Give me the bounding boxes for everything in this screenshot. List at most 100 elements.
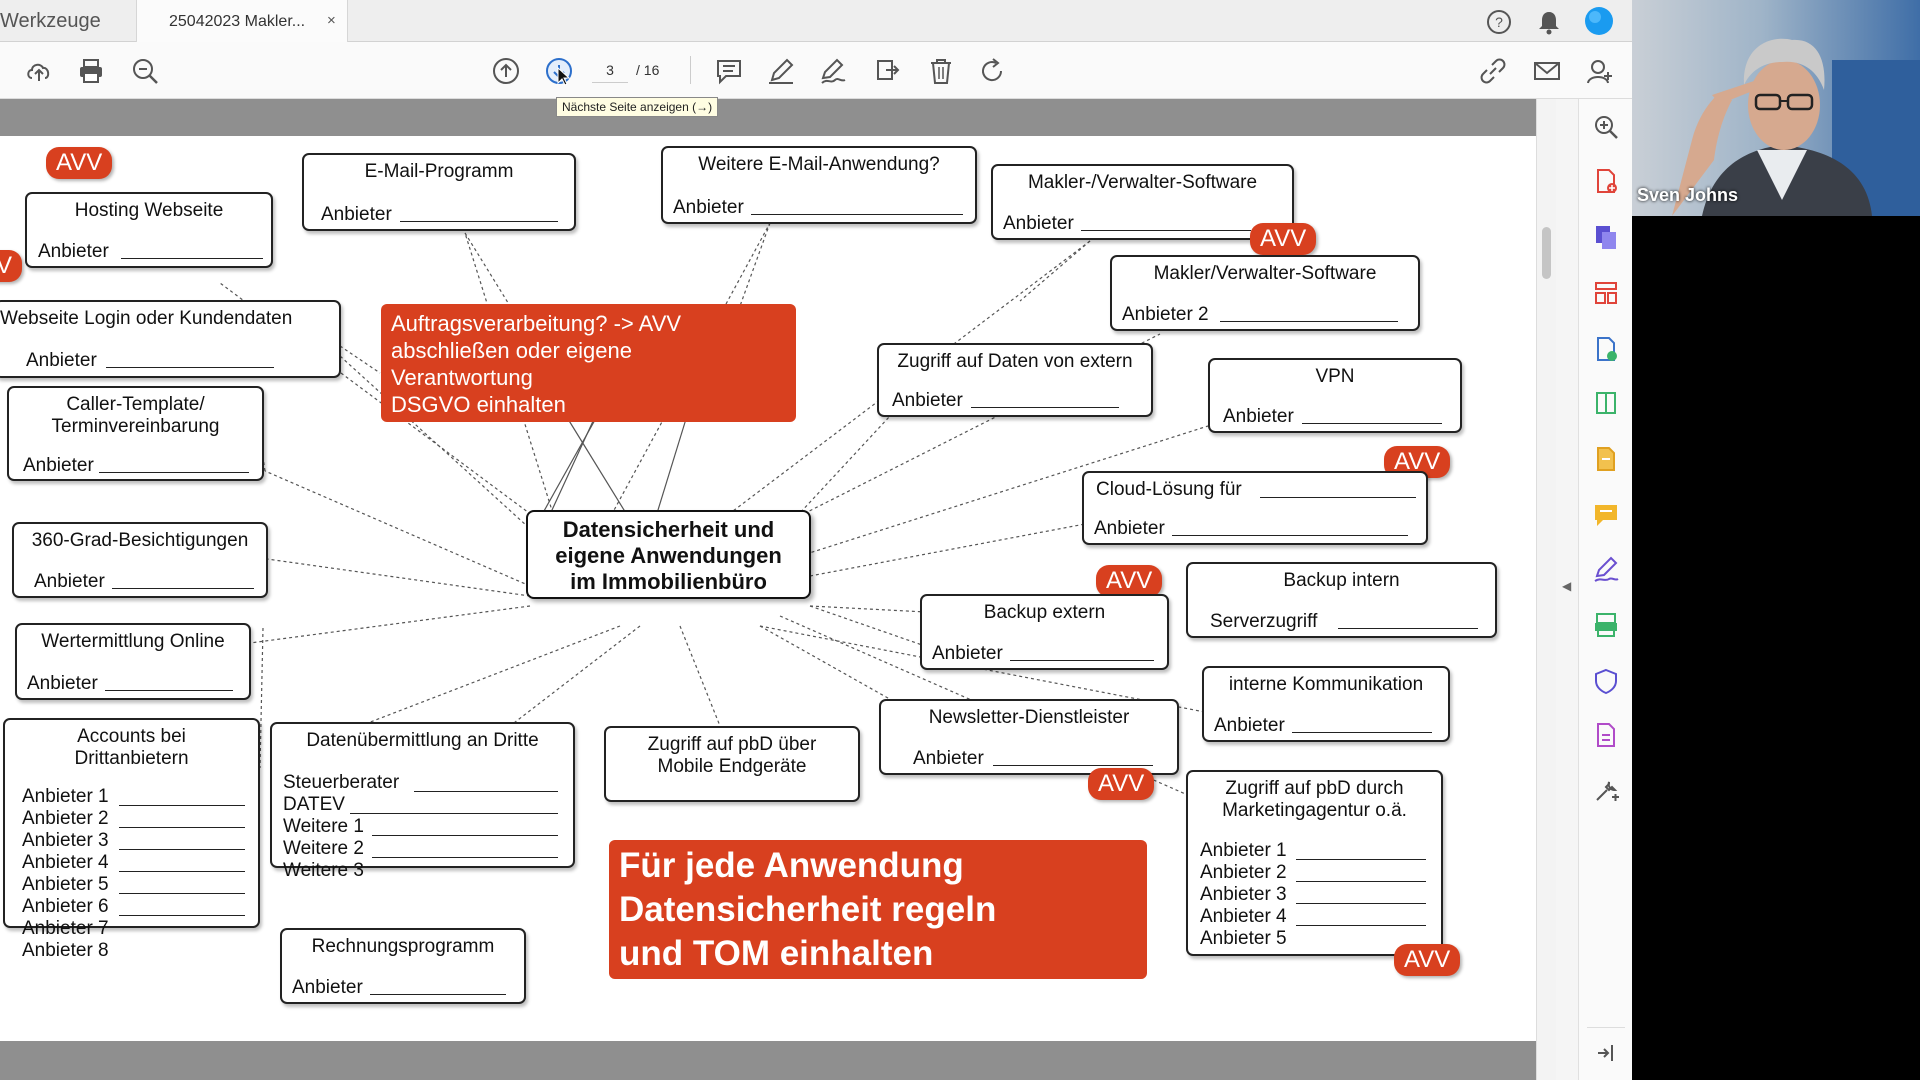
share-page-icon[interactable] <box>872 56 902 86</box>
node-provider-label: Anbieter <box>23 455 94 476</box>
collapse-panel-icon[interactable] <box>1592 1039 1620 1067</box>
video-participant-tile <box>1632 0 1920 216</box>
list-item: Anbieter 6 <box>22 896 109 917</box>
comment-sidebar-icon[interactable] <box>1592 501 1620 529</box>
node-title: Cloud-Lösung für <box>1096 479 1242 500</box>
comment-icon[interactable] <box>714 56 744 86</box>
node-email-programm: E-Mail-Programm Anbieter <box>302 153 576 231</box>
toolbar-divider <box>690 56 691 84</box>
node-provider-label: Anbieter 2 <box>1122 304 1209 325</box>
list-item: Anbieter 3 <box>1200 884 1287 905</box>
edit-pdf-icon[interactable] <box>1592 389 1620 417</box>
node-backup-extern: Backup extern Anbieter <box>920 594 1169 670</box>
organize-pages-icon[interactable] <box>1592 279 1620 307</box>
fill-and-sign-icon[interactable] <box>1592 555 1620 583</box>
node-title: Accounts bei <box>77 726 186 747</box>
node-provider-label: Anbieter <box>932 643 1003 664</box>
node-title: Datenübermittlung an Dritte <box>306 730 539 751</box>
more-tools-wrench-icon[interactable] <box>1592 777 1620 805</box>
document-tool-icon[interactable] <box>1592 721 1620 749</box>
profile-avatar-icon[interactable] <box>1584 6 1614 36</box>
page-total: / 16 <box>636 62 660 78</box>
node-provider-label: Anbieter <box>27 673 98 694</box>
node-title: 360-Grad-Besichtigungen <box>31 530 249 551</box>
avv-badge: AVV <box>1088 768 1155 800</box>
node-title: Drittanbietern <box>74 748 189 769</box>
note-line: und TOM einhalten <box>619 934 934 973</box>
document-viewer[interactable]: AVV V V? Hosting Webseite Anbieter E-Mai… <box>0 99 1536 1080</box>
center-line: Datensicherheit und <box>562 517 775 542</box>
highlight-pen-icon[interactable] <box>766 56 796 86</box>
node-interne-kommunikation: interne Kommunikation Anbieter <box>1202 666 1450 742</box>
node-vpn: VPN Anbieter <box>1208 358 1462 433</box>
node-title: Zugriff auf pbD durch <box>1225 778 1404 799</box>
note-line: Verantwortung <box>391 365 533 390</box>
node-provider-label: Anbieter <box>1223 406 1294 427</box>
node-provider-label: Anbieter <box>321 204 392 225</box>
next-page-tooltip: Nächste Seite anzeigen (→) <box>556 97 719 117</box>
node-accounts-drittanbieter: Accounts bei Drittanbietern Anbieter 1 A… <box>3 718 260 961</box>
zoom-in-icon[interactable] <box>1592 113 1620 141</box>
node-title: Hosting Webseite <box>74 200 224 221</box>
sign-icon[interactable] <box>818 56 848 86</box>
node-provider-label: Anbieter <box>26 350 97 371</box>
node-title: Backup extern <box>983 602 1106 623</box>
create-pdf-icon[interactable] <box>1592 167 1620 195</box>
node-title: interne Kommunikation <box>1228 674 1424 695</box>
center-line: eigene Anwendungen <box>555 543 782 568</box>
provider-list: Steuerberater DATEV Weitere 1 Weitere 2 … <box>283 772 399 882</box>
node-cloud-loesung: Cloud-Lösung für Anbieter <box>1082 471 1428 545</box>
node-caller-template: Caller-Template/ Terminvereinbarung Anbi… <box>7 386 264 481</box>
zoom-out-icon[interactable] <box>130 56 160 86</box>
vertical-scrollbar[interactable] <box>1536 99 1556 1080</box>
note-line: Für jede Anwendung <box>619 846 964 885</box>
list-item: Anbieter 1 <box>1200 840 1287 861</box>
node-newsletter: Newsletter-Dienstleister Anbieter <box>879 699 1179 775</box>
rotate-icon[interactable] <box>978 56 1008 86</box>
list-item: Weitere 3 <box>283 860 364 881</box>
node-title: Marketingagentur o.ä. <box>1222 800 1407 821</box>
avv-badge: AVV <box>1394 944 1461 976</box>
list-item: Anbieter 5 <box>22 874 109 895</box>
previous-page-icon[interactable] <box>491 56 521 86</box>
tab-tools[interactable]: Werkzeuge <box>0 10 101 32</box>
mail-icon[interactable] <box>1532 56 1562 86</box>
list-item: Anbieter 3 <box>22 830 109 851</box>
print-icon[interactable] <box>76 56 106 86</box>
scan-ocr-icon[interactable] <box>1592 611 1620 639</box>
bell-icon[interactable] <box>1536 9 1562 35</box>
delete-icon[interactable] <box>926 56 956 86</box>
node-weitere-email: Weitere E-Mail-Anwendung? Anbieter <box>661 146 977 224</box>
provider-list: Anbieter 1 Anbieter 2 Anbieter 3 Anbiete… <box>1200 840 1287 950</box>
node-title: Makler-/Verwalter-Software <box>1027 172 1258 193</box>
combine-files-icon[interactable] <box>1592 223 1620 251</box>
node-webseite-login: Webseite Login oder Kundendaten Anbieter <box>0 300 341 378</box>
node-title: Weitere E-Mail-Anwendung? <box>698 154 940 175</box>
note-line: Auftragsverarbeitung? -> AVV <box>391 311 682 336</box>
node-title: Rechnungsprogramm <box>311 936 495 957</box>
node-title: E-Mail-Programm <box>364 161 514 182</box>
chevron-left-icon: ◀ <box>1562 579 1572 593</box>
add-user-icon[interactable] <box>1584 56 1614 86</box>
node-provider-label: Anbieter <box>34 571 105 592</box>
node-360-grad: 360-Grad-Besichtigungen Anbieter <box>12 522 268 598</box>
node-makler-software-1: Makler-/Verwalter-Software Anbieter <box>991 164 1294 240</box>
help-icon[interactable]: ? <box>1486 9 1512 35</box>
next-page-icon[interactable] <box>544 56 574 86</box>
list-item: Anbieter 5 <box>1200 928 1287 949</box>
link-sign-icon[interactable] <box>1478 56 1508 86</box>
tab-document[interactable]: 25042023 Makler... × <box>136 0 348 43</box>
tab-close-icon[interactable]: × <box>327 12 336 29</box>
scrollbar-thumb[interactable] <box>1542 227 1551 279</box>
fill-sign-document-icon[interactable] <box>1592 445 1620 473</box>
page-number-input[interactable]: 3 <box>592 57 628 83</box>
upload-cloud-icon[interactable] <box>24 56 54 86</box>
main-toolbar: 3 / 16 <box>0 42 1632 99</box>
list-item: Steuerberater <box>283 772 400 793</box>
protect-shield-icon[interactable] <box>1592 667 1620 695</box>
node-rechnungsprogramm: Rechnungsprogramm Anbieter <box>280 928 526 1004</box>
panel-collapse-handle[interactable]: ◀ <box>1556 99 1578 1080</box>
tab-document-label: 25042023 Makler... <box>169 13 306 30</box>
export-pdf-icon[interactable] <box>1592 335 1620 363</box>
node-title: Webseite Login oder Kundendaten <box>0 308 293 329</box>
